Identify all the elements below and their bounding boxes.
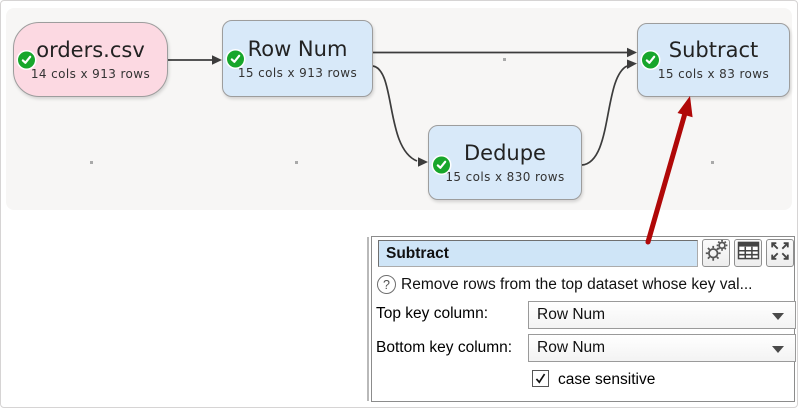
bottom-key-column-select[interactable]: Row Num: [528, 334, 796, 362]
grid-dot: [295, 161, 298, 164]
gear-icon: [703, 238, 729, 268]
settings-button[interactable]: [702, 239, 730, 267]
green-check-icon: [433, 156, 450, 174]
node-title: Row Num: [247, 36, 348, 61]
node-stats: 14 cols x 913 rows: [30, 66, 151, 81]
top-key-column-label: Top key column:: [376, 305, 488, 322]
top-key-column-select[interactable]: Row Num: [528, 301, 796, 329]
bottom-key-column-label: Bottom key column:: [376, 339, 513, 356]
node-row-num[interactable]: Row Num 15 cols x 913 rows: [222, 20, 373, 97]
node-stats: 15 cols x 913 rows: [237, 65, 358, 80]
maximize-button[interactable]: [766, 239, 794, 267]
table-icon: [737, 241, 760, 265]
transform-name-value: Subtract: [386, 244, 449, 262]
grid-dot: [90, 161, 93, 164]
node-title: orders.csv: [36, 37, 145, 62]
node-subtract[interactable]: Subtract 15 cols x 83 rows: [637, 23, 790, 97]
node-orders-csv[interactable]: orders.csv 14 cols x 913 rows: [13, 22, 168, 97]
green-check-icon: [18, 51, 35, 68]
bottom-key-column-value: Row Num: [537, 339, 606, 356]
transform-description: Remove rows from the top dataset whose k…: [401, 276, 753, 293]
grid-dot: [711, 161, 714, 164]
transform-properties-panel: Subtract: [371, 236, 796, 402]
panel-splitter[interactable]: [367, 237, 369, 401]
top-key-column-value: Row Num: [537, 306, 606, 323]
node-dedupe[interactable]: Dedupe 15 cols x 830 rows: [428, 125, 582, 200]
green-check-icon: [227, 50, 244, 67]
node-title: Subtract: [668, 38, 759, 62]
show-table-button[interactable]: [734, 239, 762, 267]
chevron-down-icon: [772, 346, 784, 353]
check-icon: [535, 373, 546, 384]
help-icon[interactable]: question-mark-icon?: [377, 275, 396, 294]
case-sensitive-label: case sensitive: [558, 371, 656, 388]
node-stats: 15 cols x 83 rows: [657, 67, 770, 81]
case-sensitive-checkbox[interactable]: [532, 370, 549, 387]
node-title: Dedupe: [464, 140, 546, 165]
transform-name-input[interactable]: Subtract: [378, 240, 698, 267]
green-check-icon: [642, 51, 659, 69]
node-stats: 15 cols x 830 rows: [445, 169, 565, 184]
chevron-down-icon: [772, 313, 784, 320]
grid-dot: [503, 58, 506, 61]
expand-icon: [769, 240, 791, 267]
